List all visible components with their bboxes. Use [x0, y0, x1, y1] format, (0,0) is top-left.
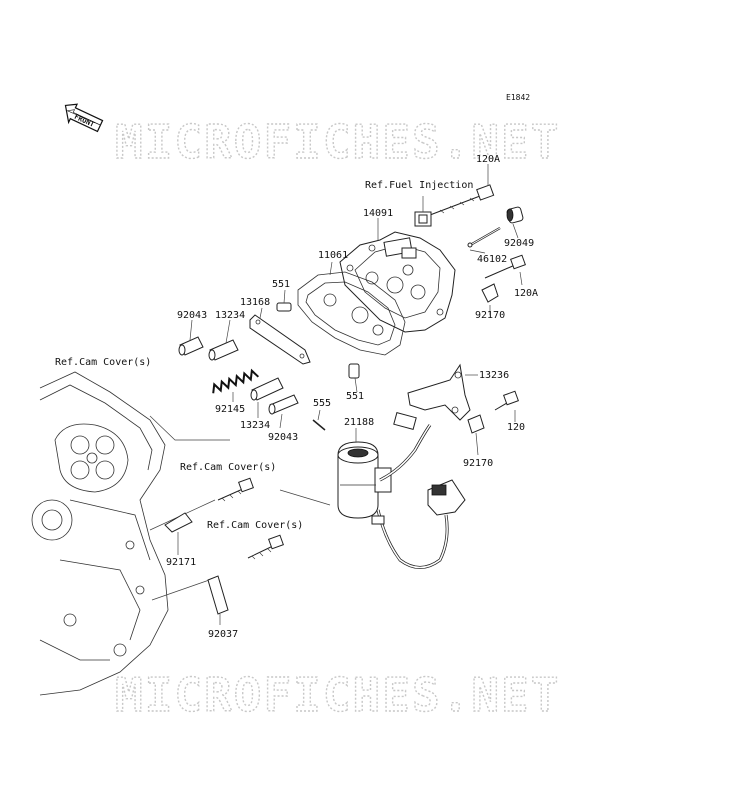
- spring-92145: [212, 368, 260, 394]
- bolt-120a-right: [484, 254, 526, 279]
- pin-13234-low: [250, 377, 284, 401]
- bolt-120: [494, 390, 519, 411]
- watermark-top: MICROFICHES.NET: [115, 115, 560, 169]
- label-14091: 14091: [363, 208, 393, 219]
- label-120a-top: 120A: [476, 154, 500, 165]
- bolt-cam-cover-mid: [217, 477, 254, 502]
- dowel-551-top: [276, 302, 292, 312]
- label-11061: 11061: [318, 250, 348, 261]
- shaft-46102: [467, 227, 501, 248]
- label-92170-low: 92170: [463, 458, 493, 469]
- label-46102: 46102: [477, 254, 507, 265]
- gasket-11061: [297, 271, 406, 356]
- actuator-21188: [337, 441, 392, 519]
- label-92043-low: 92043: [268, 432, 298, 443]
- label-92145: 92145: [215, 404, 245, 415]
- sensor-connector: [393, 412, 417, 430]
- cover-14091: [339, 231, 456, 333]
- bolt-120a-top: [429, 184, 495, 216]
- label-92171: 92171: [166, 557, 196, 568]
- pin-92043-low: [268, 394, 299, 415]
- ref-cam-cover-mid: Ref.Cam Cover(s): [180, 462, 276, 473]
- label-120: 120: [507, 422, 525, 433]
- clamp-92170-top: [481, 283, 499, 303]
- label-13234-top: 13234: [215, 310, 245, 321]
- ref-fuel-injection: Ref.Fuel Injection: [365, 180, 473, 191]
- plate-13168: [249, 314, 311, 365]
- diagram-code: E1842: [506, 93, 530, 102]
- label-13234-low: 13234: [240, 420, 270, 431]
- label-13168: 13168: [240, 297, 270, 308]
- label-120a-right: 120A: [514, 288, 538, 299]
- pin-92043-top: [178, 336, 204, 356]
- label-92037: 92037: [208, 629, 238, 640]
- label-92043-top: 92043: [177, 310, 207, 321]
- ref-cam-cover-low: Ref.Cam Cover(s): [207, 520, 303, 531]
- label-555: 555: [313, 398, 331, 409]
- watermark-bottom: MICROFICHES.NET: [115, 668, 560, 722]
- label-13236: 13236: [479, 370, 509, 381]
- cap-92049: [506, 206, 524, 224]
- connector-plug: [427, 479, 466, 516]
- clamp-92037: [207, 575, 229, 615]
- clamp-92171: [164, 512, 193, 533]
- bolt-cam-cover-low: [247, 534, 284, 560]
- pin-555: [312, 419, 326, 431]
- ref-cam-cover-left: Ref.Cam Cover(s): [55, 357, 151, 368]
- pin-13234-top: [208, 339, 239, 361]
- label-92049: 92049: [504, 238, 534, 249]
- label-92170-top: 92170: [475, 310, 505, 321]
- label-551-low: 551: [346, 391, 364, 402]
- dowel-551-low: [348, 363, 360, 379]
- clamp-92170-low: [467, 414, 485, 434]
- label-551-top: 551: [272, 279, 290, 290]
- engine-case: [31, 371, 169, 696]
- front-arrow-icon: FRONT: [64, 103, 104, 133]
- label-21188: 21188: [344, 417, 374, 428]
- bracket-13236: [407, 363, 471, 421]
